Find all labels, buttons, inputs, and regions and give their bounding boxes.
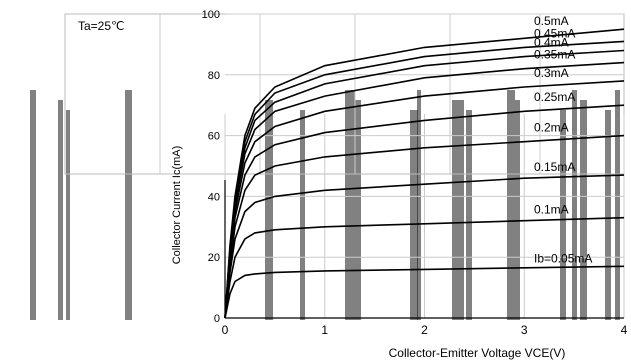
series-label: 0.3mA xyxy=(534,66,569,80)
series-line xyxy=(224,174,625,319)
x-tick-label: 0 xyxy=(222,323,229,337)
artifact-stripe xyxy=(452,100,464,320)
artifact-stripe xyxy=(507,90,515,320)
y-tick-label: 60 xyxy=(208,131,220,143)
artifact-stripe xyxy=(605,110,611,320)
series-label: 0.25mA xyxy=(534,90,575,104)
series-line xyxy=(224,265,625,319)
x-tick-label: 3 xyxy=(521,323,528,337)
series-line xyxy=(224,28,625,319)
artifact-stripe xyxy=(58,100,63,320)
y-tick-label: 0 xyxy=(214,313,220,325)
series-label: 0.2mA xyxy=(534,121,569,135)
series-label: 0.35mA xyxy=(534,48,575,62)
artifact-stripe xyxy=(300,110,305,320)
y-tick-label: 20 xyxy=(208,252,220,264)
artifact-stripe xyxy=(355,100,361,320)
x-tick-label: 4 xyxy=(621,323,628,337)
scan-artifact-stripes xyxy=(30,90,620,320)
artifact-stripe xyxy=(125,90,132,320)
series-label: 0.1mA xyxy=(534,203,569,217)
series-line xyxy=(224,134,625,319)
series-label: 0.45mA xyxy=(534,26,575,40)
y-axis-label: Collector Current Ic(mA) xyxy=(171,146,183,265)
series-label: Ib=0.05mA xyxy=(534,251,592,265)
artifact-stripe xyxy=(30,90,36,320)
artifact-stripe xyxy=(410,110,418,320)
series-label: 0.4mA xyxy=(534,35,569,49)
artifact-stripe xyxy=(417,90,421,320)
x-tick-label: 1 xyxy=(321,323,328,337)
artifact-stripe xyxy=(66,110,70,320)
series-label: 0.15mA xyxy=(534,160,575,174)
artifact-stripe xyxy=(615,90,620,320)
artifact-stripe xyxy=(265,100,273,320)
series-group xyxy=(224,28,625,319)
y-tick-label: 100 xyxy=(202,9,220,21)
artifact-stripe xyxy=(345,90,355,320)
condition-label: Ta=25℃ xyxy=(78,19,125,33)
artifact-stripe xyxy=(572,90,577,320)
grid-lines xyxy=(64,13,625,319)
artifact-stripe xyxy=(580,100,587,320)
artifact-stripe xyxy=(515,100,520,320)
y-tick-label: 80 xyxy=(208,70,220,82)
curve-labels: Ib=0.05mA 0.1mA 0.15mA 0.2mA 0.25mA 0.3mA 0.35… xyxy=(534,14,592,265)
series-label: 0.5mA xyxy=(534,14,569,28)
x-axis-label: Collector-Emitter Voltage VCE(V) xyxy=(389,346,566,360)
y-tick-label: 40 xyxy=(208,191,220,203)
x-tick-label: 2 xyxy=(421,323,428,337)
artifact-stripe xyxy=(560,110,566,320)
artifact-stripe xyxy=(466,110,472,320)
series-line xyxy=(224,216,625,319)
